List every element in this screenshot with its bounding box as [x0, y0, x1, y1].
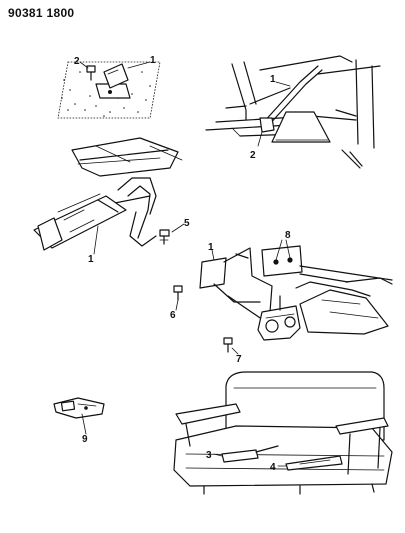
floor-stipple — [61, 71, 151, 117]
seat-buckle-3 — [221, 445, 279, 463]
left-armrest — [175, 403, 241, 447]
callout-7: 7 — [236, 354, 242, 365]
callout-1-cab: 1 — [270, 74, 276, 85]
callout-2-cab: 2 — [250, 150, 256, 161]
callout-8: 8 — [285, 230, 291, 241]
bench-seat-detail: 3 4 — [173, 371, 393, 495]
callout-9: 9 — [82, 434, 88, 445]
buckle-9-detail: 9 — [53, 397, 105, 445]
callout-2-top: 2 — [74, 56, 80, 67]
bolt-6 — [173, 285, 183, 301]
callout-1-top: 1 — [150, 55, 156, 66]
callout-5: 5 — [184, 218, 190, 229]
retractor-detail: 1 8 6 7 — [170, 230, 393, 365]
callout-1-mid: 1 — [208, 242, 214, 253]
callout-6: 6 — [170, 310, 176, 321]
bolt-7 — [223, 337, 233, 353]
bolt-2-top — [86, 65, 96, 81]
diagram-reference-code: 90381 1800 — [8, 6, 75, 20]
floor-console — [271, 111, 331, 143]
callout-1-left: 1 — [88, 254, 94, 265]
right-armrest — [335, 417, 389, 475]
buckle-sleeve — [33, 193, 127, 251]
callout-3: 3 — [206, 450, 212, 461]
callout-4: 4 — [270, 462, 276, 473]
bolt-5 — [159, 229, 170, 245]
buckle-bracket-detail: 5 1 — [33, 137, 190, 265]
floor-hump — [299, 289, 389, 335]
cab-belt-1 — [259, 65, 323, 133]
seat-belt-4 — [285, 455, 343, 471]
retractor-body — [257, 295, 301, 341]
floor-anchor-detail: 2 1 — [57, 55, 161, 119]
cab-interior-detail: 1 2 — [205, 55, 381, 169]
